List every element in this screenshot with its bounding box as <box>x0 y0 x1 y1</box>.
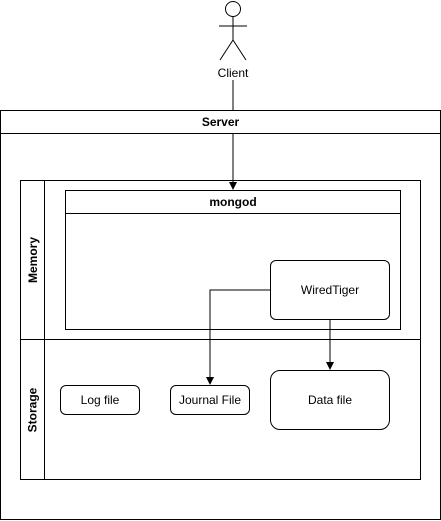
log-file-node: Log file <box>60 385 140 415</box>
storage-lane-label: Storage <box>21 340 45 479</box>
person-icon <box>219 1 247 61</box>
memory-lane-label: Memory <box>21 181 45 339</box>
client-label: Client <box>203 66 263 80</box>
storage-lane: Storage <box>20 339 421 480</box>
data-file-node: Data file <box>270 370 390 430</box>
mongod-title: mongod <box>66 191 400 214</box>
wiredtiger-node: WiredTiger <box>270 260 390 320</box>
server-title: Server <box>1 111 440 134</box>
wiredtiger-to-journal-arrow <box>206 289 270 385</box>
journal-file-node: Journal File <box>170 385 250 415</box>
